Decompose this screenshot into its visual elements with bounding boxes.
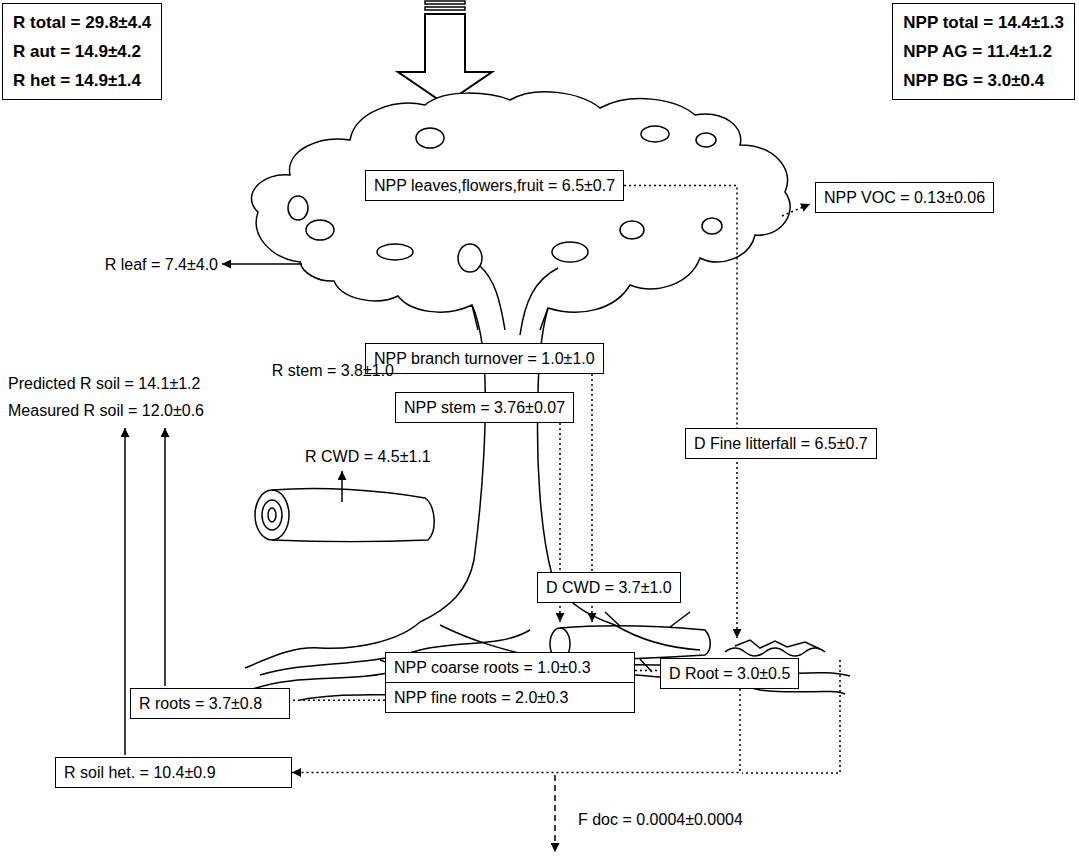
log-ring	[268, 508, 276, 522]
crown-gap	[552, 242, 588, 262]
log-end	[255, 490, 289, 540]
flux-box: R soil het. = 10.4±0.9	[55, 757, 292, 788]
root	[615, 625, 700, 650]
crown-gap	[696, 133, 716, 147]
crown-gap	[458, 244, 482, 272]
cwd-input-arrow	[559, 606, 561, 622]
flux-label: R CWD = 4.5±1.1	[305, 447, 431, 466]
crown-gap	[641, 126, 669, 142]
sun-arrow	[398, 14, 492, 104]
leaf-respiration-arrow	[222, 263, 302, 265]
flux-value: R total = 29.8±4.4	[13, 8, 151, 37]
flux-value: NPP BG = 3.0±0.4	[903, 66, 1064, 95]
flux-value: NPP branch turnover = 1.0±1.0	[374, 349, 595, 368]
flux-label: R leaf = 7.4±4.0	[105, 255, 218, 274]
flux-box: NPP coarse roots = 1.0±0.3	[385, 652, 635, 683]
flux-value: NPP fine roots = 2.0±0.3	[394, 688, 626, 707]
flux-value: NPP AG = 11.4±1.2	[903, 37, 1064, 66]
fallen-log	[272, 488, 434, 541]
flux-box: R total = 29.8±4.4R aut = 14.9±4.2R het …	[2, 3, 162, 100]
crown-gap	[306, 220, 334, 240]
flux-box: D Root = 3.0±0.5	[660, 658, 799, 689]
flux-box: NPP VOC = 0.13±0.06	[815, 182, 994, 213]
flux-value: NPP coarse roots = 1.0±0.3	[394, 658, 626, 677]
flux-label: Predicted R soil = 14.1±1.2	[8, 374, 200, 393]
flow-connector	[290, 700, 385, 702]
soil-respiration-arrow	[164, 428, 166, 686]
flux-box: D CWD = 3.7±1.0	[537, 572, 681, 603]
flux-box: NPP fine roots = 2.0±0.3	[385, 682, 635, 713]
soil-respiration-arrow	[124, 428, 126, 755]
branch-fork	[520, 268, 558, 335]
crown-gap	[288, 196, 308, 220]
flux-value: NPP total = 14.4±1.3	[903, 8, 1064, 37]
flux-value: R soil het. = 10.4±0.9	[64, 763, 283, 782]
flow-connector	[635, 670, 660, 672]
flow-connector	[591, 374, 593, 572]
flux-box: R roots = 3.7±0.8	[130, 688, 290, 719]
cwd-respiration-arrow	[341, 471, 343, 502]
doc-leaching-arrow	[554, 775, 556, 852]
log-ring	[262, 500, 282, 530]
flux-value: D CWD = 3.7±1.0	[546, 578, 672, 597]
flux-box: NPP branch turnover = 1.0±1.0	[365, 343, 604, 374]
crown-gap	[702, 218, 722, 234]
flux-value: R roots = 3.7±0.8	[139, 694, 281, 713]
flow-connector	[559, 423, 561, 572]
sun-arrow-stripe	[425, 7, 465, 10]
flux-box: D Fine litterfall = 6.5±0.7	[685, 428, 877, 459]
flux-box: NPP total = 14.4±1.3NPP AG = 11.4±1.2NPP…	[892, 3, 1075, 100]
flux-value: R aut = 14.9±4.2	[13, 37, 151, 66]
flux-value: NPP stem = 3.76±0.07	[404, 398, 565, 417]
flux-label: Measured R soil = 12.0±0.6	[8, 401, 204, 420]
flux-value: R het = 14.9±1.4	[13, 66, 151, 95]
voc-emission-arrow	[782, 204, 810, 216]
leaf-litter	[735, 640, 820, 649]
flow-connector	[624, 186, 737, 429]
sun-arrow-stripe	[425, 1, 465, 4]
litterfall-arrow	[736, 462, 738, 638]
flux-label: R stem = 3.8±1.0	[272, 361, 394, 380]
flux-value: D Fine litterfall = 6.5±0.7	[694, 434, 868, 453]
branch-fork	[480, 266, 505, 330]
crown-gap	[377, 244, 413, 260]
crown-gap	[620, 221, 644, 239]
flux-box: NPP leaves,flowers,fruit = 6.5±0.7	[365, 170, 624, 201]
flux-label: F doc = 0.0004±0.0004	[578, 810, 743, 829]
flux-value: NPP leaves,flowers,fruit = 6.5±0.7	[374, 176, 615, 195]
crown-gap	[416, 128, 444, 148]
flux-value: D Root = 3.0±0.5	[669, 664, 790, 683]
flux-value: NPP VOC = 0.13±0.06	[824, 188, 985, 207]
leaf-litter	[725, 648, 825, 656]
tree-crown	[251, 92, 790, 330]
cwd-input-arrow	[591, 606, 593, 622]
flux-box: NPP stem = 3.76±0.07	[395, 392, 574, 423]
